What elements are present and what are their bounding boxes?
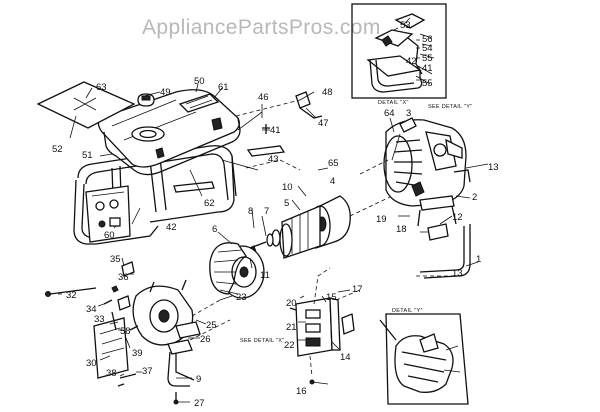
part-label: 26: [200, 334, 211, 345]
end-bell: [129, 279, 221, 346]
part-label: 39: [132, 348, 143, 359]
part-label: 32: [66, 290, 77, 301]
part-label: 53: [400, 20, 411, 31]
part-label: 49: [160, 87, 171, 98]
part-label: 30: [86, 358, 97, 369]
part-label: 34: [86, 304, 97, 315]
part-label: 6: [212, 224, 217, 235]
heat-shield: [173, 111, 286, 193]
engine-block: [359, 117, 471, 207]
rotor-assembly: [231, 195, 393, 263]
see-detail-x-label: SEE DETAIL "X": [240, 338, 284, 344]
part-label: 38: [106, 368, 117, 379]
part-label: 20: [286, 298, 297, 309]
detail-y-inset: [379, 313, 469, 405]
part-label: 18: [396, 224, 407, 235]
detail-x-caption: DETAIL "X": [378, 100, 409, 106]
detail-x-inset: [351, 3, 447, 99]
part-label: 35: [110, 254, 121, 265]
part-label: 63: [96, 82, 107, 93]
foot-bracket: [167, 319, 231, 405]
part-label: 15: [326, 292, 337, 303]
part-label: 27: [194, 398, 205, 409]
part-label: 61: [218, 82, 229, 93]
part-label: 60: [104, 230, 115, 241]
part-label: 10: [282, 182, 293, 193]
part-label: 58: [120, 326, 131, 337]
alternator-stator: [209, 242, 265, 299]
part-label: 13: [488, 162, 499, 173]
part-label: 17: [352, 284, 363, 295]
part-label: 56: [422, 34, 433, 45]
part-label: 5: [284, 198, 289, 209]
part-label: 42: [406, 56, 417, 67]
part-label: 1: [476, 254, 481, 265]
control-panel: [85, 185, 131, 243]
part-label: 19: [376, 214, 387, 225]
see-detail-y-label: SEE DETAIL "Y": [428, 104, 472, 110]
part-label: 46: [258, 92, 269, 103]
part-label: 33: [94, 314, 105, 325]
part-label: 4: [330, 176, 335, 187]
frame-rail-right: [416, 224, 471, 279]
part-label: 25: [206, 320, 217, 331]
part-label: 65: [328, 158, 339, 169]
part-label: 37: [142, 366, 153, 377]
part-label: 13: [452, 268, 463, 279]
part-label: 62: [204, 198, 215, 209]
part-label: 55: [422, 53, 433, 64]
part-label: 55: [422, 78, 433, 89]
part-label: 54: [422, 43, 433, 54]
part-label: 47: [318, 118, 329, 129]
part-label: 2: [472, 192, 477, 203]
part-label: 64: [384, 108, 395, 119]
part-label: 50: [194, 76, 205, 87]
part-label: 42: [166, 222, 177, 233]
part-label: 8: [248, 206, 253, 217]
engine-mount: [417, 195, 457, 241]
part-number-labels: 63 52 49 50 61 51 62 42 60 46 41 48 47 4…: [52, 20, 499, 409]
part-label: 11: [260, 270, 270, 281]
part-label: 52: [52, 144, 63, 155]
fuel-tank: [97, 89, 241, 176]
part-label: 43: [268, 154, 279, 165]
part-label: 12: [452, 212, 463, 223]
part-label: 48: [322, 87, 333, 98]
part-label: 3: [406, 108, 411, 119]
leader-lines: [58, 17, 489, 403]
outlet-panel: [289, 267, 361, 385]
part-label: 22: [284, 340, 295, 351]
detail-y-caption: DETAIL "Y": [392, 308, 423, 314]
brackets-left: [45, 261, 137, 387]
part-label: 14: [340, 352, 351, 363]
part-label: 23: [236, 292, 247, 303]
part-label: 9: [196, 374, 201, 385]
part-label: 21: [286, 322, 297, 333]
part-label: 41: [422, 63, 433, 74]
decal-panel: [36, 81, 136, 129]
part-label: 7: [264, 206, 269, 217]
part-label: 51: [82, 150, 93, 161]
watermark: AppliancePartsPros.com: [142, 16, 381, 39]
part-label: 36: [118, 272, 129, 283]
part-label: 41: [270, 125, 281, 136]
part-label: 16: [296, 386, 307, 397]
